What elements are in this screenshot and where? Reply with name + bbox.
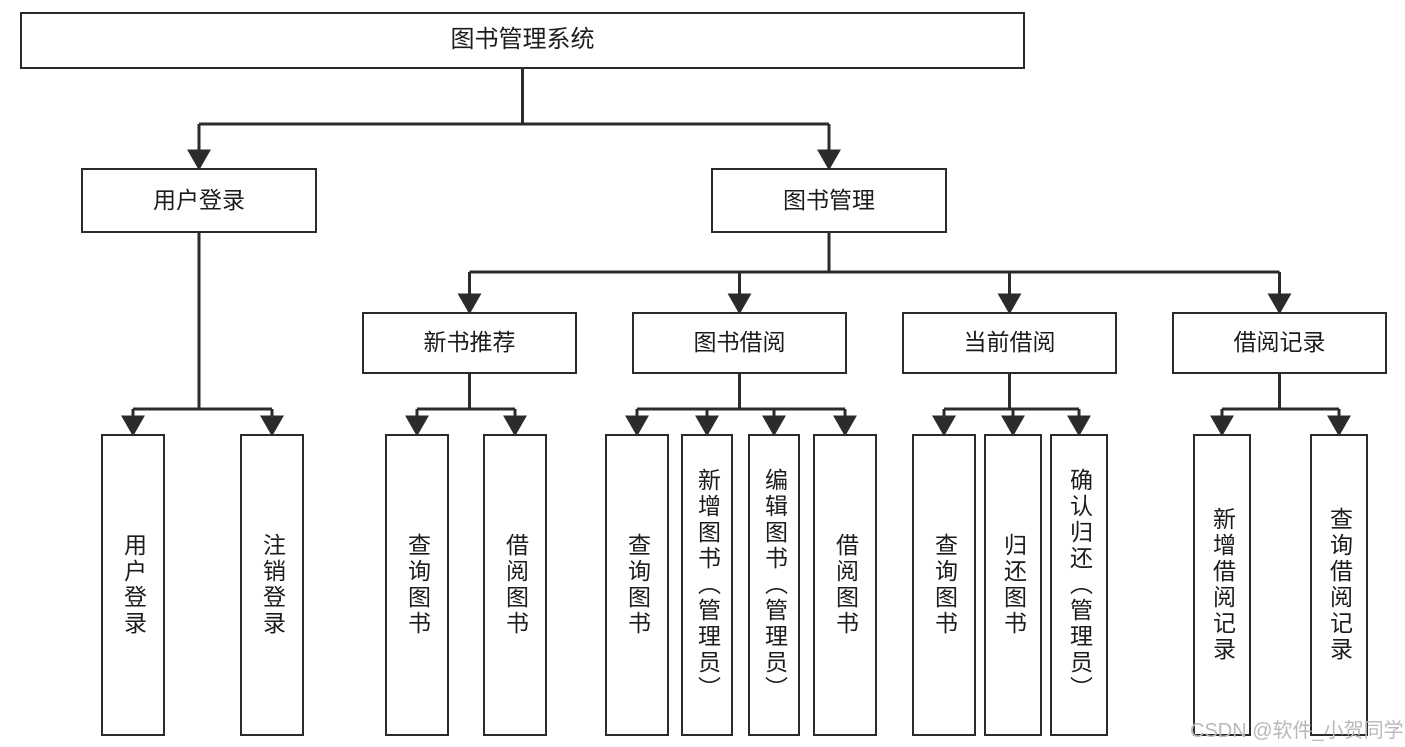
node-leaf-borrow-book-rec[interactable]: 借阅图书 [483, 434, 547, 736]
node-label: 用户登录 [153, 186, 245, 213]
node-label: 新增图书（管理员） [694, 468, 721, 702]
node-label: 注销登录 [259, 533, 286, 637]
node-label: 借阅记录 [1233, 329, 1326, 356]
node-label: 借阅图书 [832, 533, 859, 637]
node-leaf-query-book-current[interactable]: 查询图书 [912, 434, 976, 736]
node-label: 归还图书 [1000, 533, 1027, 637]
node-leaf-query-record[interactable]: 查询借阅记录 [1310, 434, 1368, 736]
node-borrow-record[interactable]: 借阅记录 [1172, 312, 1387, 374]
node-label: 查询图书 [624, 533, 651, 637]
node-leaf-user-login[interactable]: 用户登录 [101, 434, 165, 736]
node-label: 图书管理系统 [450, 26, 595, 54]
node-label: 图书管理 [783, 186, 875, 213]
node-label: 编辑图书（管理员） [761, 468, 788, 702]
csdn-watermark: CSDN @软件_小贺同学 [1190, 720, 1404, 742]
node-leaf-return-book[interactable]: 归还图书 [984, 434, 1042, 736]
node-leaf-add-book[interactable]: 新增图书（管理员） [681, 434, 733, 736]
node-leaf-query-book-borrow[interactable]: 查询图书 [605, 434, 669, 736]
node-user-login[interactable]: 用户登录 [81, 168, 317, 233]
node-leaf-confirm-return[interactable]: 确认归还（管理员） [1050, 434, 1108, 736]
node-label: 借阅图书 [502, 533, 529, 637]
node-label: 查询图书 [404, 533, 431, 637]
node-label: 确认归还（管理员） [1066, 468, 1093, 702]
node-leaf-user-logout[interactable]: 注销登录 [240, 434, 304, 736]
node-leaf-edit-book[interactable]: 编辑图书（管理员） [748, 434, 800, 736]
node-label: 当前借阅 [963, 329, 1056, 356]
node-label: 图书借阅 [693, 329, 786, 356]
node-label: 新书推荐 [423, 329, 516, 356]
node-new-book-rec[interactable]: 新书推荐 [362, 312, 577, 374]
node-leaf-query-book-rec[interactable]: 查询图书 [385, 434, 449, 736]
node-current-borrow[interactable]: 当前借阅 [902, 312, 1117, 374]
node-root[interactable]: 图书管理系统 [20, 12, 1025, 69]
node-label: 查询图书 [931, 533, 958, 637]
node-leaf-borrow-book[interactable]: 借阅图书 [813, 434, 877, 736]
node-leaf-add-record[interactable]: 新增借阅记录 [1193, 434, 1251, 736]
node-label: 新增借阅记录 [1209, 507, 1236, 663]
node-label: 查询借阅记录 [1326, 507, 1353, 663]
node-book-borrow[interactable]: 图书借阅 [632, 312, 847, 374]
node-book-manage[interactable]: 图书管理 [711, 168, 947, 233]
node-label: 用户登录 [120, 533, 147, 637]
